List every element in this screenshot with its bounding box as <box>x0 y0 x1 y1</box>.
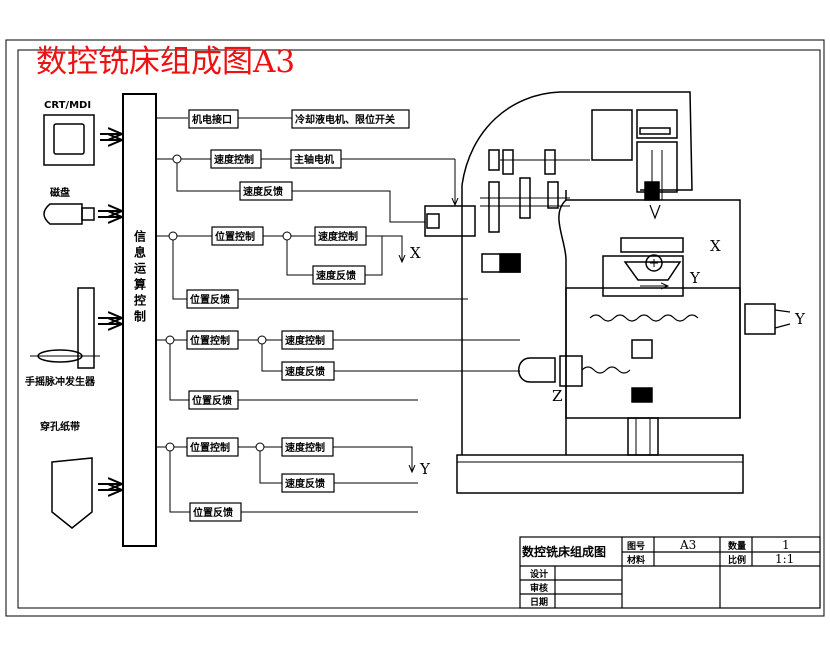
tb-drawing-no-label: 图号 <box>627 541 645 552</box>
tb-design: 设计 <box>530 568 548 580</box>
outer-frame <box>5 39 825 617</box>
arrow-icon <box>98 484 122 490</box>
summing-junction-icon <box>282 231 292 241</box>
tape-label: 穿孔纸带 <box>40 420 80 433</box>
cpu-label-wrap: 信息运算控制 <box>132 230 147 326</box>
tb-scale: 1:1 <box>775 552 794 566</box>
summing-junction-icon <box>255 442 265 452</box>
tb-scale-label: 比例 <box>728 554 746 566</box>
z-speed-fb-label: 速度反馈 <box>285 365 325 378</box>
drawing-title: 数控铣床组成图A3 <box>36 44 295 80</box>
x-speed-fb-label: 速度反馈 <box>316 269 356 282</box>
crt-label: CRT/MDI <box>44 100 91 111</box>
title-block <box>519 536 821 609</box>
cpu-block <box>122 93 157 547</box>
arrow-icon <box>100 134 122 140</box>
summing-junction-icon <box>168 231 178 241</box>
x-pos-ctrl-label: 位置控制 <box>215 230 255 243</box>
tb-material-label: 材料 <box>626 554 645 566</box>
z-speed-ctrl-label: 速度控制 <box>285 334 325 347</box>
y-pos-fb-label: 位置反馈 <box>193 506 233 519</box>
spindle-speed-ctrl-label: 速度控制 <box>214 153 254 166</box>
tape-icon <box>51 457 93 529</box>
milling-machine-drawing <box>424 91 791 494</box>
coolant-label: 冷却液电机、限位开关 <box>295 113 395 126</box>
summing-junction-icon <box>165 335 175 345</box>
x-pos-fb-label: 位置反馈 <box>190 293 230 306</box>
machine-y2-label: Y <box>794 310 806 328</box>
arrow-icon <box>98 318 122 324</box>
crt-icon <box>43 114 95 166</box>
tb-name: 数控铣床组成图 <box>522 544 606 559</box>
spindle-motor-label: 主轴电机 <box>294 153 334 166</box>
x-speed-ctrl-label: 速度控制 <box>318 230 358 243</box>
arrow-icon <box>98 211 122 217</box>
disk-label: 磁盘 <box>50 186 70 199</box>
summing-junction-icon <box>257 335 267 345</box>
machine-x-label: X <box>710 237 721 255</box>
z-pos-fb-label: 位置反馈 <box>192 394 232 407</box>
y-pos-ctrl-label: 位置控制 <box>190 441 230 454</box>
coolant-block <box>291 109 410 129</box>
interface-block <box>188 109 239 129</box>
machine-z-label: Z <box>552 387 562 405</box>
y-axis-label: Y <box>419 460 431 478</box>
machine-y-label: Y <box>689 269 701 287</box>
summing-junction-icon <box>172 154 182 164</box>
x-axis-label: X <box>410 244 421 262</box>
z-pos-ctrl-label: 位置控制 <box>190 334 230 347</box>
inner-frame <box>17 49 821 609</box>
y-speed-ctrl-label: 速度控制 <box>285 441 325 454</box>
handwheel-label: 手摇脉冲发生器 <box>25 375 96 388</box>
handwheel-icon <box>30 287 100 369</box>
summing-junction-icon <box>165 442 175 452</box>
cpu-label: 信息运算控制 <box>132 230 147 326</box>
disk-icon <box>43 203 95 225</box>
tb-qty: 1 <box>782 538 790 552</box>
tb-qty-label: 数量 <box>728 540 746 552</box>
y-speed-fb-label: 速度反馈 <box>285 477 325 490</box>
tb-review: 审核 <box>530 582 548 594</box>
tb-date: 日期 <box>530 596 548 608</box>
spindle-speed-fb-label: 速度反馈 <box>243 185 283 198</box>
tb-drawing-no: A3 <box>679 538 696 552</box>
interface-label: 机电接口 <box>192 113 232 126</box>
